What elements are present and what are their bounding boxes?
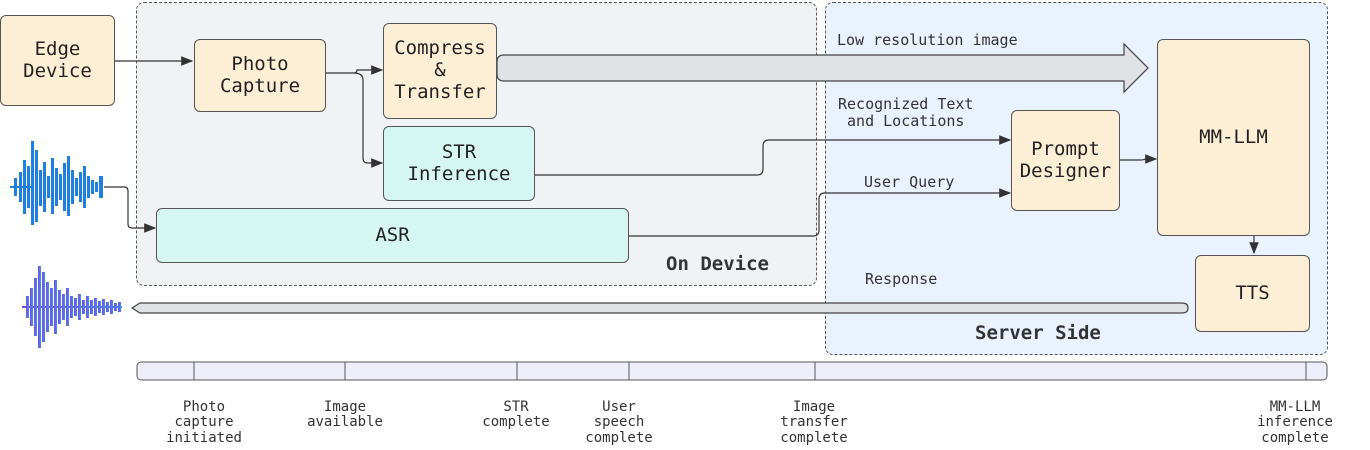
milestone-label: Photo capture initiated (166, 399, 242, 446)
str-to-prompt-arrow (535, 135, 1012, 176)
timeline-bar (136, 361, 1328, 381)
asr-to-prompt-arrow (629, 188, 1012, 237)
prompt-designer-node: Prompt Designer (1011, 110, 1120, 211)
milestone-label: User speech complete (585, 399, 653, 446)
milestone-label: STR complete (482, 399, 550, 431)
server-side-label: Server Side (975, 322, 1101, 344)
milestone-label: Image transfer complete (780, 399, 848, 446)
edge-device-node: Edge Device (0, 15, 115, 106)
input-waveform-icon (10, 141, 103, 225)
low-res-image-label: Low resolution image (837, 31, 1018, 49)
user-query-label: User Query (864, 173, 955, 191)
low-res-image-arrow (496, 42, 1149, 94)
output-waveform-icon (22, 266, 122, 348)
asr-node: ASR (156, 208, 629, 263)
response-arrow (130, 302, 1189, 314)
wave-to-asr-arrow (104, 186, 157, 233)
photo-to-str-arrow (353, 72, 384, 168)
mm-llm-node: MM-LLM (1157, 39, 1310, 236)
response-label: Response (865, 270, 938, 288)
milestone-label: Image available (307, 399, 383, 431)
str-inference-node: STR Inference (383, 126, 535, 201)
milestone-label: MM-LLM inference complete (1257, 399, 1333, 446)
compress-transfer-node: Compress & Transfer (383, 23, 497, 119)
recognized-text-label: Recognized Text and Locations (838, 95, 974, 131)
tts-node: TTS (1195, 255, 1310, 332)
timeline-ticks (193, 362, 1307, 380)
prompt-to-mmllm-arrow (1120, 154, 1158, 164)
photo-capture-node: Photo Capture (194, 39, 326, 112)
on-device-label: On Device (666, 253, 769, 275)
